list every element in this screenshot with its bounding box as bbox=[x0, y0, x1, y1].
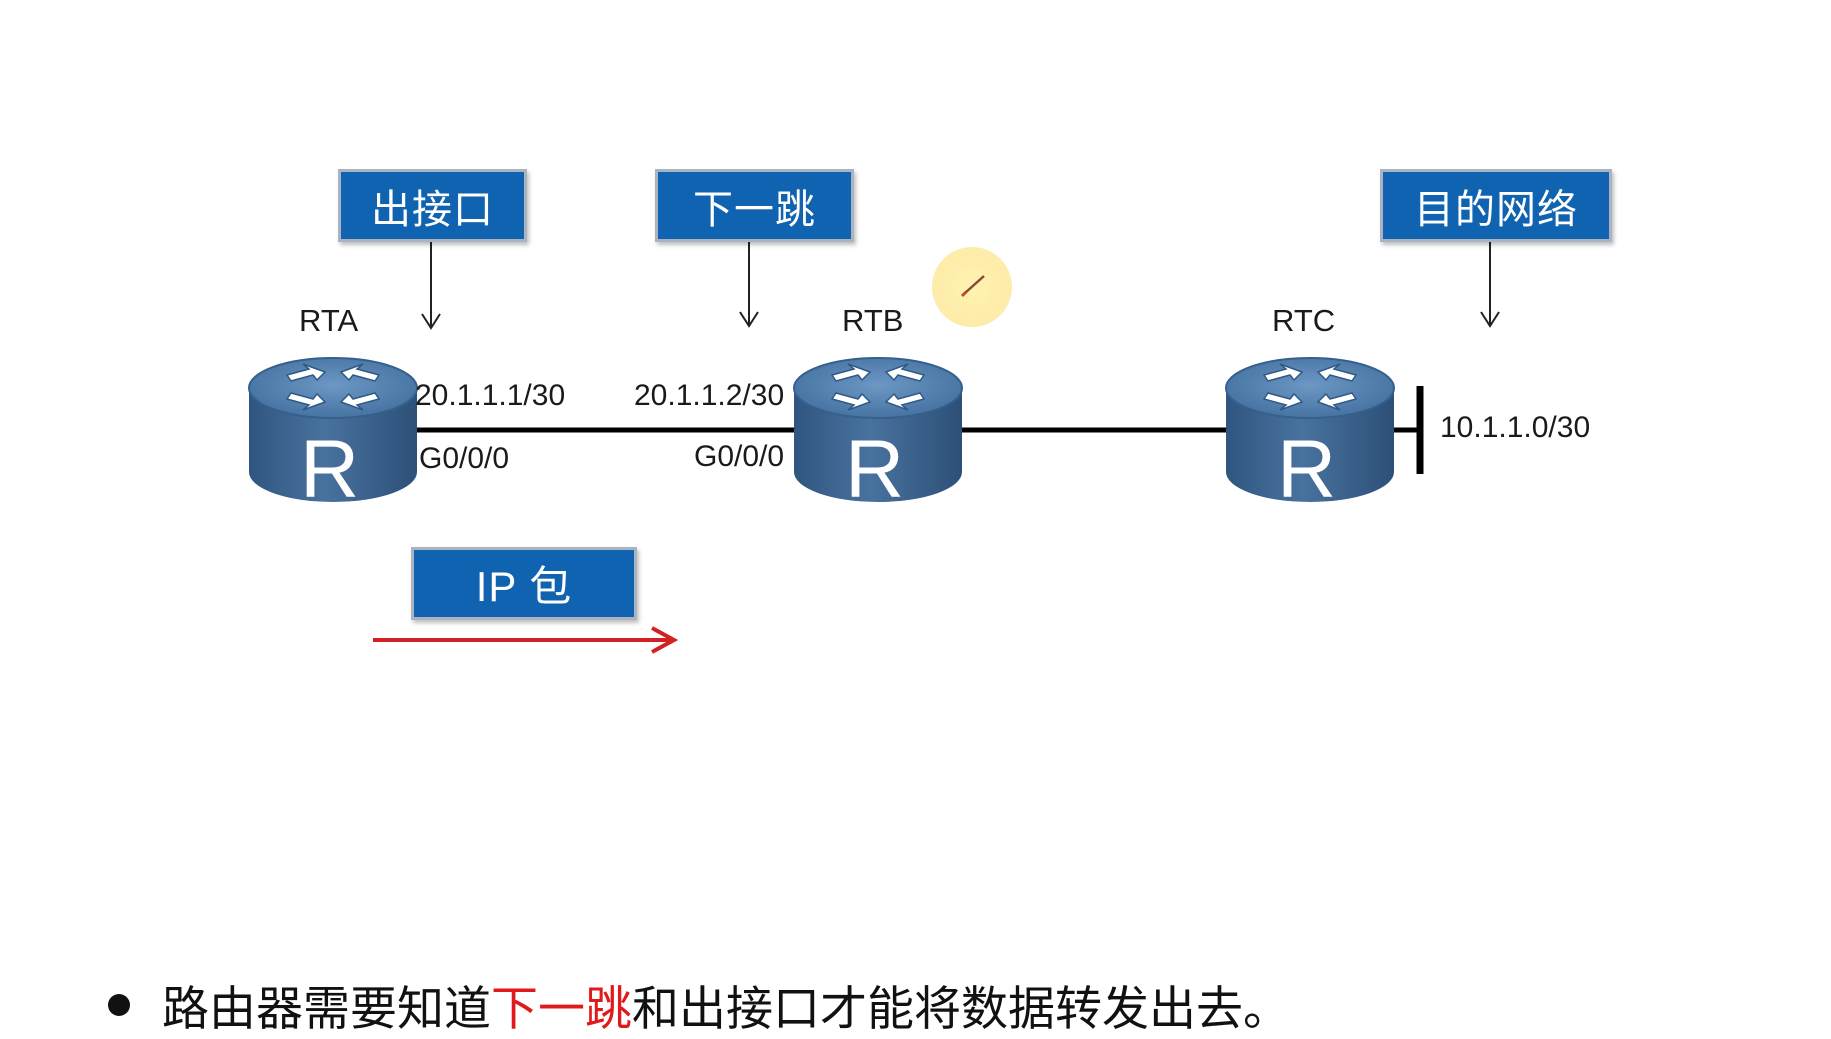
pen-cursor-icon bbox=[932, 247, 1012, 327]
router-rta-glyph: R bbox=[300, 424, 360, 515]
rtb-ip-label: 20.1.1.2/30 bbox=[634, 379, 785, 412]
router-rtc-glyph: R bbox=[1277, 424, 1337, 515]
router-rta-name: RTA bbox=[299, 303, 359, 338]
down-arrow-icon bbox=[421, 242, 441, 330]
bullet-highlight: 下一跳 bbox=[491, 982, 632, 1035]
callout-next-hop: 下一跳 bbox=[655, 169, 854, 242]
bullet-prefix: 路由器需要知道 bbox=[162, 982, 491, 1035]
callout-destination-network: 目的网络 bbox=[1380, 169, 1612, 242]
down-arrow-icon bbox=[1480, 242, 1500, 328]
rtb-port-label: G0/0/0 bbox=[694, 440, 785, 473]
router-rtc-name: RTC bbox=[1272, 303, 1336, 338]
rta-port-label: G0/0/0 bbox=[419, 442, 510, 475]
right-arrow-icon bbox=[373, 626, 679, 654]
router-rtb-glyph: R bbox=[845, 424, 905, 515]
bullet-suffix: 和出接口才能将数据转发出去。 bbox=[632, 982, 1290, 1035]
down-arrow-icon bbox=[739, 242, 759, 328]
rta-ip-label: 20.1.1.1/30 bbox=[415, 379, 566, 412]
bullet-statement: 路由器需要知道下一跳和出接口才能将数据转发出去。 bbox=[108, 970, 1290, 1039]
callout-ip-packet: IP 包 bbox=[411, 547, 637, 620]
bullet-dot-icon bbox=[108, 993, 130, 1016]
router-rtb-name: RTB bbox=[842, 303, 904, 338]
callout-out-interface: 出接口 bbox=[338, 169, 527, 242]
rtc-network-label: 10.1.1.0/30 bbox=[1440, 411, 1591, 444]
